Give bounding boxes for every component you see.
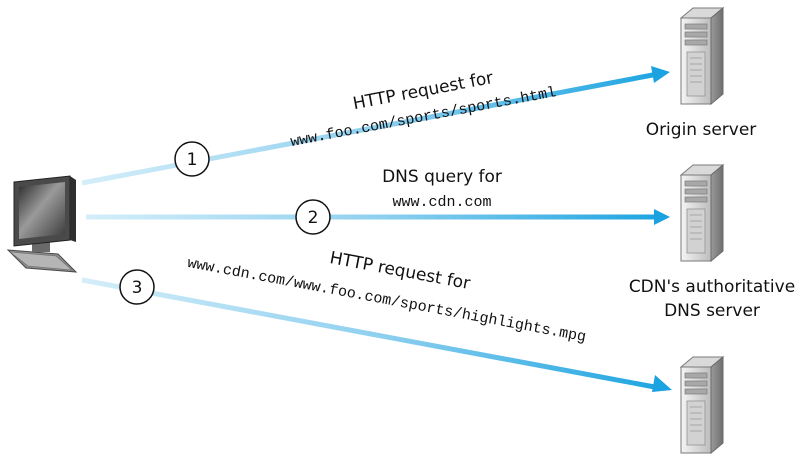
origin-server-label: Origin server [646,120,757,140]
cdn-dns-server-label-line1: CDN's authoritative [629,277,795,297]
arrow-step-3 [81,277,672,392]
origin-server-icon [680,7,724,105]
arrow-step-2 [86,209,670,225]
step-2-number: 2 [308,208,319,228]
step-3-number: 3 [132,278,143,298]
desktop-computer-icon [6,175,78,273]
step-2-target: www.cdn.com [392,194,491,211]
step-2-badge: 2 [295,199,331,235]
step-1-badge: 1 [174,141,210,177]
step-2-title: DNS query for [382,167,502,187]
cdn-dns-server-label-line2: DNS server [664,301,760,321]
step-1-number: 1 [187,150,198,170]
cdn-dns-server-icon [680,164,724,262]
cdn-content-server-icon [680,356,724,454]
step-3-badge: 3 [119,269,155,305]
